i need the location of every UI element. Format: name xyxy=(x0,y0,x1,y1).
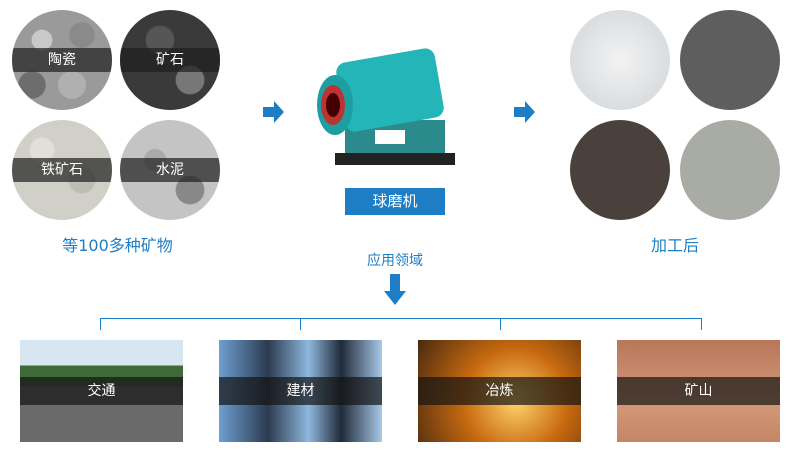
smelting-photo: 冶炼 xyxy=(418,340,581,442)
dark-powder xyxy=(570,120,670,220)
ball-mill-label: 球磨机 xyxy=(345,188,445,215)
ball-mill-image xyxy=(317,48,455,165)
iron-ore-label: 铁矿石 xyxy=(12,158,112,182)
ore-label: 矿石 xyxy=(120,48,220,72)
applications-title: 应用领域 xyxy=(367,253,423,269)
arrow-down-icon xyxy=(384,274,406,305)
cement-circle: 水泥 xyxy=(120,120,220,220)
bracket-tick xyxy=(300,318,301,330)
cement-label: 水泥 xyxy=(120,158,220,182)
gray-powder xyxy=(680,10,780,110)
mining-photo: 矿山 xyxy=(617,340,780,442)
arrow-right-icon xyxy=(514,101,535,123)
smelting-label: 冶炼 xyxy=(418,377,581,405)
ore-circle: 矿石 xyxy=(120,10,220,110)
outputs-caption: 加工后 xyxy=(650,236,699,255)
arrow-right-icon xyxy=(263,101,284,123)
bracket-tick xyxy=(701,318,702,330)
white-powder xyxy=(570,10,670,110)
cement-powder xyxy=(680,120,780,220)
building-photo: 建材 xyxy=(219,340,382,442)
iron-ore-circle: 铁矿石 xyxy=(12,120,112,220)
transport-photo: 交通 xyxy=(20,340,183,442)
bracket-tick xyxy=(500,318,501,330)
ceramic-label: 陶瓷 xyxy=(12,48,112,72)
inputs-caption: 等100多种矿物 xyxy=(62,236,173,255)
mining-label: 矿山 xyxy=(617,377,780,405)
transport-label: 交通 xyxy=(20,377,183,405)
ceramic-circle: 陶瓷 xyxy=(12,10,112,110)
bracket-tick xyxy=(100,318,101,330)
building-label: 建材 xyxy=(219,377,382,405)
bracket-line xyxy=(100,318,702,319)
